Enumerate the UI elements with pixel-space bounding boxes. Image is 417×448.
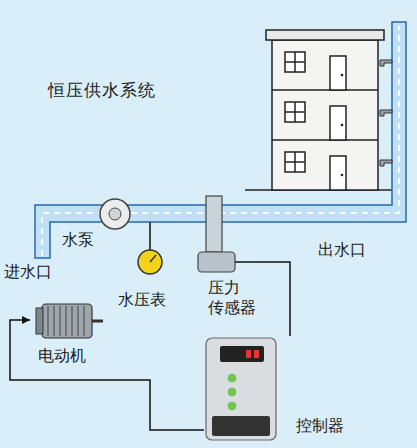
sensor-node: 压力 传感器 — [196, 222, 262, 332]
sensor-tube — [206, 196, 222, 252]
display-segment — [246, 350, 251, 358]
floor-line — [272, 89, 378, 91]
pump-rotor — [109, 208, 121, 220]
gauge-needle — [150, 255, 156, 262]
controller-button — [228, 374, 236, 382]
controller-display — [220, 346, 264, 362]
gauge-stem — [149, 222, 151, 250]
wire-line — [262, 262, 290, 336]
part-label: 出水口 — [318, 240, 366, 260]
node-label: 压力 传感器 — [208, 278, 260, 318]
signal-wire — [10, 316, 204, 430]
motor-shaft — [92, 320, 103, 323]
sensor-wire — [235, 261, 262, 263]
part-label: 进水口 — [4, 262, 52, 282]
controller-panel — [212, 416, 270, 436]
motor-endcap — [36, 308, 43, 334]
node-label: 电动机 — [38, 346, 86, 366]
sensor-fitting — [198, 252, 235, 272]
controller-button — [228, 402, 236, 410]
motor-node: 电动机 — [30, 298, 106, 368]
controller-housing — [206, 338, 276, 440]
motor-body — [42, 304, 92, 338]
floor-line — [272, 139, 378, 141]
node-label: 控制器 — [296, 416, 344, 436]
wire-line — [10, 320, 204, 430]
water-pipe — [35, 22, 406, 258]
windows — [285, 52, 346, 190]
building — [272, 40, 378, 190]
faucets — [380, 60, 392, 166]
door-knobs — [341, 74, 344, 177]
gauge-node: 水压表 — [116, 238, 184, 312]
roof — [266, 30, 384, 40]
signal-wire — [262, 262, 290, 336]
arrow-head — [22, 316, 30, 324]
pipe-highlight — [42, 26, 399, 256]
node-label: 水压表 — [118, 290, 166, 310]
gauge-dial — [138, 250, 162, 274]
pump-symbol — [100, 199, 130, 229]
node-label: 水泵 — [62, 230, 94, 250]
controller-node: 控制器 — [204, 336, 346, 442]
display-segment — [254, 350, 259, 358]
pump-node: 水泵 — [60, 198, 132, 252]
controller-button — [228, 388, 236, 396]
diagram-title: 恒压供水系统 — [48, 80, 156, 101]
motor-fins — [48, 306, 84, 336]
